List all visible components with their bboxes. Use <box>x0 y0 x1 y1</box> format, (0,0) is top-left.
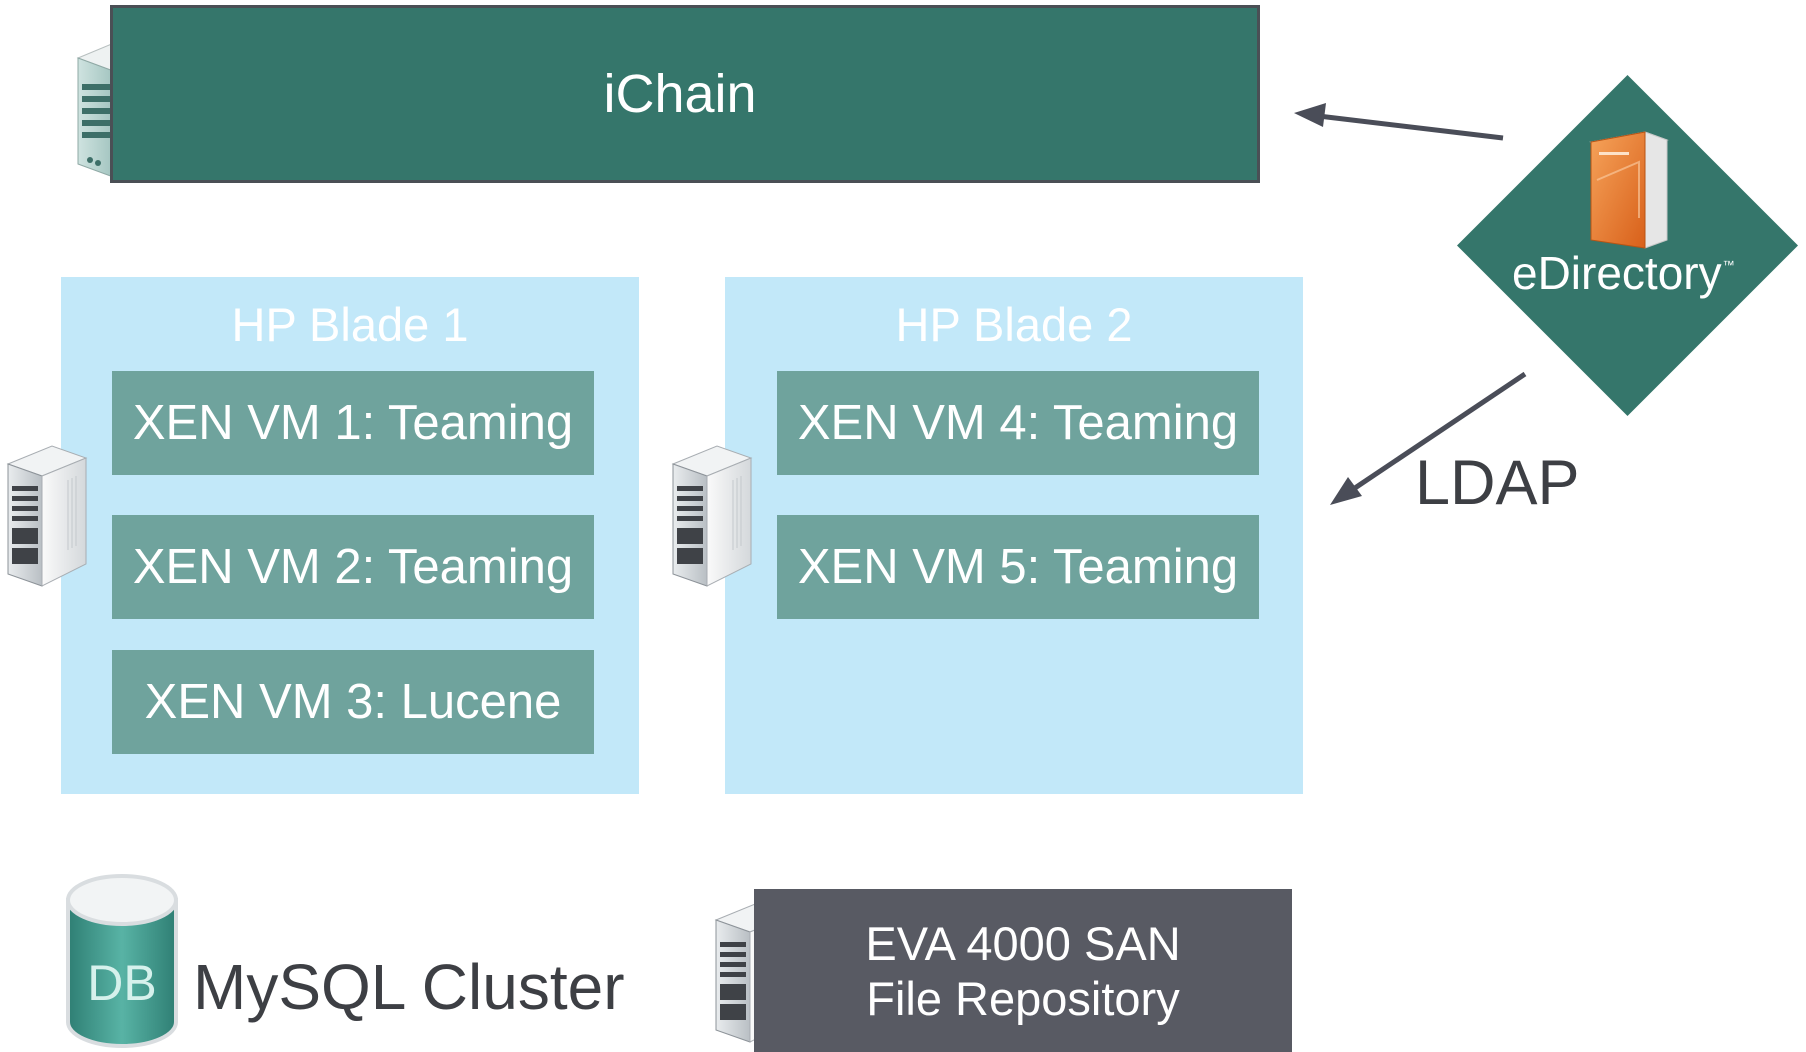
ldap-label: LDAP <box>1415 448 1580 518</box>
vm-2-box: XEN VM 2: Teaming <box>112 515 594 619</box>
blade-1-panel: HP Blade 1 XEN VM 1: Teaming XEN VM 2: T… <box>61 277 639 794</box>
blade-1-title: HP Blade 1 <box>231 298 469 351</box>
db-icon-text: DB <box>87 955 156 1011</box>
ichain-bar: iChain <box>110 5 1260 183</box>
mysql-cluster-label: MySQL Cluster <box>193 951 625 1023</box>
database-cylinder-icon: DB <box>66 874 178 1048</box>
blade-2-title: HP Blade 2 <box>895 298 1133 351</box>
edirectory-text: eDirectory <box>1512 247 1722 299</box>
vm-4-box: XEN VM 4: Teaming <box>777 371 1259 475</box>
edirectory-trademark: ™ <box>1722 258 1735 272</box>
san-line-1: EVA 4000 SAN <box>865 916 1181 970</box>
arrow-edirectory-to-ichain <box>1294 103 1504 141</box>
vm-1-box: XEN VM 1: Teaming <box>112 371 594 475</box>
edirectory-label: eDirectory™ <box>1512 246 1735 300</box>
edirectory-box-icon <box>1589 131 1669 249</box>
blade-1-server-icon <box>6 440 88 588</box>
ichain-label: iChain <box>603 64 757 124</box>
blade-2-panel: HP Blade 2 XEN VM 4: Teaming XEN VM 5: T… <box>725 277 1303 794</box>
arrow-ldap <box>1330 371 1527 505</box>
blade-2-server-icon <box>671 440 753 588</box>
vm-5-box: XEN VM 5: Teaming <box>777 515 1259 619</box>
vm-3-box: XEN VM 3: Lucene <box>112 650 594 754</box>
san-line-2: File Repository <box>866 971 1180 1025</box>
san-box: EVA 4000 SAN File Repository <box>754 889 1292 1052</box>
